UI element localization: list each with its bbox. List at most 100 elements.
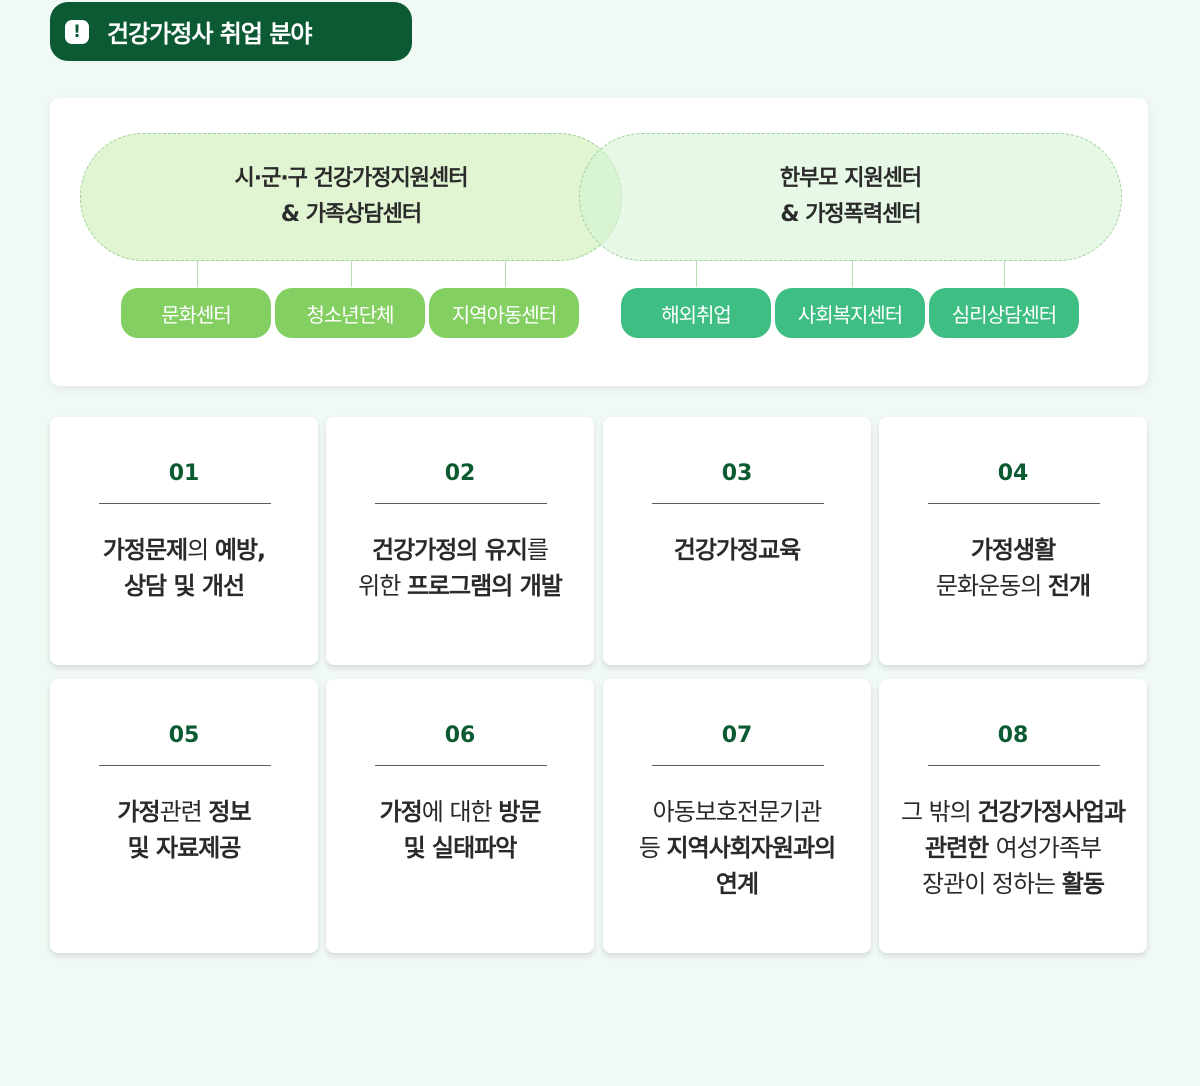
body-text: 장관이 정하는 xyxy=(922,870,1062,898)
body-text: 여성가족부 xyxy=(995,834,1102,862)
emphasis-text: 가정 xyxy=(379,798,423,826)
body-text: 를 xyxy=(526,536,549,564)
card-description-line: 가정문제의 예방, xyxy=(50,532,318,568)
emphasis-text: 및 자료제공 xyxy=(127,834,242,862)
body-text: 등 xyxy=(638,834,667,862)
card-divider xyxy=(99,765,271,766)
card-description-line: 가정관련 정보 xyxy=(50,794,318,830)
chip-social-welfare-center: 사회복지센터 xyxy=(775,288,925,338)
bubble-health-family-center: 시·군·구 건강가정지원센터 & 가족상담센터 xyxy=(80,133,622,261)
emphasis-text: 상담 및 개선 xyxy=(123,572,245,600)
title-badge: ! 건강가정사 취업 분야 xyxy=(50,2,412,61)
emphasis-text: 건강가정사업과 xyxy=(977,798,1126,826)
card-description-line: 관련한 여성가족부 xyxy=(879,830,1147,866)
card-description-line: 등 지역사회자원과의 xyxy=(603,830,871,866)
organization-diagram: 시·군·구 건강가정지원센터 & 가족상담센터 한부모 지원센터 & 가정폭력센… xyxy=(50,98,1148,386)
body-text: 에 대한 xyxy=(421,798,499,826)
body-text: 의 xyxy=(187,536,215,564)
card-description-line: 아동보호전문기관 xyxy=(603,794,871,830)
card-description-line: 가정에 대한 방문 xyxy=(326,794,594,830)
card-description-line: 가정생활 xyxy=(879,532,1147,568)
connector-line xyxy=(1004,260,1005,287)
card-divider xyxy=(928,765,1100,766)
bubble-right-line2: & 가정폭력센터 xyxy=(780,202,921,227)
bubble-single-parent-center: 한부모 지원센터 & 가정폭력센터 xyxy=(579,133,1122,261)
exclamation-icon: ! xyxy=(65,19,89,44)
connector-line xyxy=(351,260,352,287)
bubble-left-line1: 시·군·구 건강가정지원센터 xyxy=(234,166,468,191)
body-text: 그 밖의 xyxy=(900,798,978,826)
card-description-line: 및 자료제공 xyxy=(50,830,318,866)
card-number: 03 xyxy=(721,461,753,486)
chip-youth-organization: 청소년단체 xyxy=(275,288,425,338)
emphasis-text: 가정 xyxy=(117,798,160,826)
chip-culture-center: 문화센터 xyxy=(121,288,271,338)
page-title: 건강가정사 취업 분야 xyxy=(107,20,312,48)
card-description: 가정문제의 예방, 상담 및 개선 xyxy=(50,532,318,604)
card-divider xyxy=(652,503,824,504)
card-number: 08 xyxy=(997,723,1029,748)
emphasis-text: 관련한 xyxy=(924,834,996,862)
card-divider xyxy=(99,503,271,504)
chip-overseas-employment: 해외취업 xyxy=(621,288,771,338)
emphasis-text: 정보 xyxy=(208,798,251,826)
card-description-line: 상담 및 개선 xyxy=(50,568,318,604)
body-text: 아동보호전문기관 xyxy=(652,798,823,826)
card-number: 04 xyxy=(997,461,1029,486)
card-description-line: 문화운동의 전개 xyxy=(879,568,1147,604)
card-divider xyxy=(928,503,1100,504)
emphasis-text: 가정생활 xyxy=(970,536,1056,564)
emphasis-text: 가정문제 xyxy=(102,536,188,564)
emphasis-text: 연계 xyxy=(715,870,759,898)
emphasis-text: 프로그램의 개발 xyxy=(406,572,563,600)
body-text: 문화운동의 xyxy=(935,572,1048,600)
card-divider xyxy=(375,765,547,766)
connector-line xyxy=(197,260,198,287)
card-description: 건강가정교육 xyxy=(603,532,871,568)
emphasis-text: 활동 xyxy=(1061,870,1105,898)
emphasis-text: 건강가정교육 xyxy=(673,536,801,564)
card-description-line: 건강가정의 유지를 xyxy=(326,532,594,568)
card-divider xyxy=(375,503,547,504)
body-text: 관련 xyxy=(159,798,209,826)
card-divider xyxy=(652,765,824,766)
emphasis-text: 예방, xyxy=(214,536,266,564)
connector-line xyxy=(696,260,697,287)
emphasis-text: 건강가정의 유지 xyxy=(371,536,528,564)
emphasis-text: 지역사회자원과의 xyxy=(666,834,837,862)
bubble-left-line2: & 가족상담센터 xyxy=(280,202,422,227)
card-description-line: 장관이 정하는 활동 xyxy=(879,866,1147,902)
emphasis-text: 전개 xyxy=(1047,572,1091,600)
card-number: 06 xyxy=(444,723,476,748)
card-description-line: 및 실태파악 xyxy=(326,830,594,866)
card-description-line: 연계 xyxy=(603,866,871,902)
body-text: 위한 xyxy=(358,572,407,600)
card-number: 01 xyxy=(168,461,200,486)
chip-counseling-center: 심리상담센터 xyxy=(929,288,1079,338)
card-number: 07 xyxy=(721,723,753,748)
chip-community-child-center: 지역아동센터 xyxy=(429,288,579,338)
emphasis-text: 방문 xyxy=(498,798,541,826)
bubble-right-line1: 한부모 지원센터 xyxy=(779,166,922,191)
connector-line xyxy=(505,260,506,287)
card-number: 02 xyxy=(444,461,476,486)
card-description-line: 건강가정교육 xyxy=(603,532,871,568)
duty-card: 01 가정문제의 예방, 상담 및 개선 xyxy=(50,417,318,665)
card-number: 05 xyxy=(168,723,200,748)
duty-card: 03 건강가정교육 xyxy=(603,417,871,665)
emphasis-text: 및 실태파악 xyxy=(403,834,518,862)
card-description-line: 위한 프로그램의 개발 xyxy=(326,568,594,604)
card-description-line: 그 밖의 건강가정사업과 xyxy=(879,794,1147,830)
